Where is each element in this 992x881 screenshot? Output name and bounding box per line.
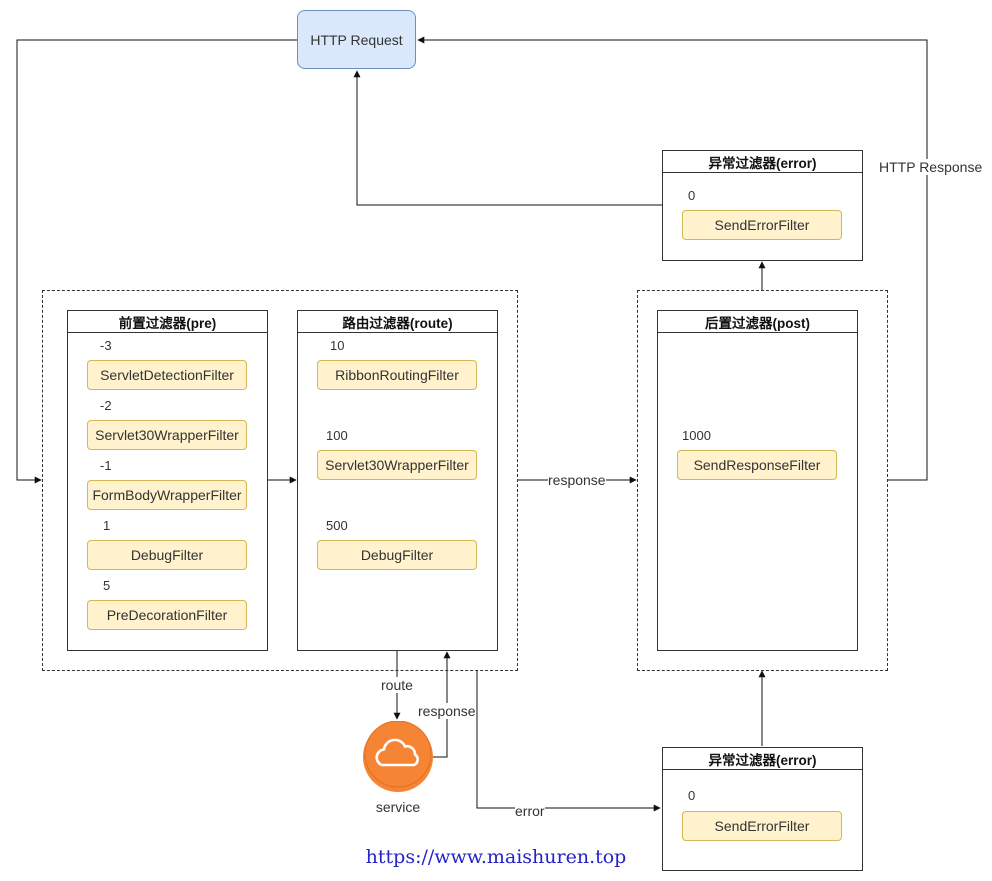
service-label: service (375, 799, 421, 815)
filter-order: 0 (688, 188, 696, 203)
route-filter-panel: 路由过滤器(route) 10 RibbonRoutingFilter 100 … (297, 310, 498, 651)
route-edge-label: route (381, 677, 413, 693)
service-response-edge-label: response (418, 703, 476, 719)
filter-send-error: SendErrorFilter (682, 210, 842, 240)
pre-panel-title: 前置过滤器(pre) (68, 311, 267, 333)
filter-order: -2 (100, 398, 112, 413)
filter-order: -1 (100, 458, 112, 473)
filter-debug: DebugFilter (317, 540, 477, 570)
http-request-node: HTTP Request (297, 10, 416, 69)
error-filter-panel-top: 异常过滤器(error) 0 SendErrorFilter (662, 150, 863, 261)
filter-order: 500 (326, 518, 348, 533)
post-filter-panel: 后置过滤器(post) 1000 SendResponseFilter (657, 310, 858, 651)
filter-form-body-wrapper: FormBodyWrapperFilter (87, 480, 247, 510)
filter-order: 1000 (682, 428, 711, 443)
edge-post-to-request (417, 36, 928, 481)
filter-order: 1 (103, 518, 111, 533)
pre-filter-panel: 前置过滤器(pre) -3 ServletDetectionFilter -2 … (67, 310, 268, 651)
filter-order: -3 (100, 338, 112, 353)
pre-route-group (42, 290, 518, 671)
route-panel-title: 路由过滤器(route) (298, 311, 497, 333)
filter-servlet-detection: ServletDetectionFilter (87, 360, 247, 390)
edge-service-to-route (433, 651, 451, 758)
cloud-icon (363, 721, 433, 792)
error-panel-title: 异常过滤器(error) (663, 151, 862, 173)
filter-servlet30-wrapper: Servlet30WrapperFilter (317, 450, 477, 480)
filter-order: 10 (330, 338, 345, 353)
error-panel-title: 异常过滤器(error) (663, 748, 862, 770)
filter-debug: DebugFilter (87, 540, 247, 570)
filter-order: 5 (103, 578, 111, 593)
edge-request-to-pre (16, 39, 297, 484)
filter-send-error: SendErrorFilter (682, 811, 842, 841)
http-request-label: HTTP Request (310, 31, 403, 48)
filter-order: 100 (326, 428, 348, 443)
edge-error-to-request (353, 70, 662, 206)
filter-send-response: SendResponseFilter (677, 450, 837, 480)
post-panel-title: 后置过滤器(post) (658, 311, 857, 333)
post-group (637, 290, 888, 671)
filter-servlet30-wrapper: Servlet30WrapperFilter (87, 420, 247, 450)
http-response-label: HTTP Response (879, 159, 983, 175)
edge-route-to-error (476, 671, 661, 812)
error-edge-label: error (515, 803, 545, 819)
filter-pre-decoration: PreDecorationFilter (87, 600, 247, 630)
filter-ribbon-routing: RibbonRoutingFilter (317, 360, 477, 390)
filter-order: 0 (688, 788, 696, 803)
footer-url: https://www.maishuren.top (365, 846, 627, 868)
response-edge-label: response (548, 472, 606, 488)
error-filter-panel-bottom: 异常过滤器(error) 0 SendErrorFilter (662, 747, 863, 871)
